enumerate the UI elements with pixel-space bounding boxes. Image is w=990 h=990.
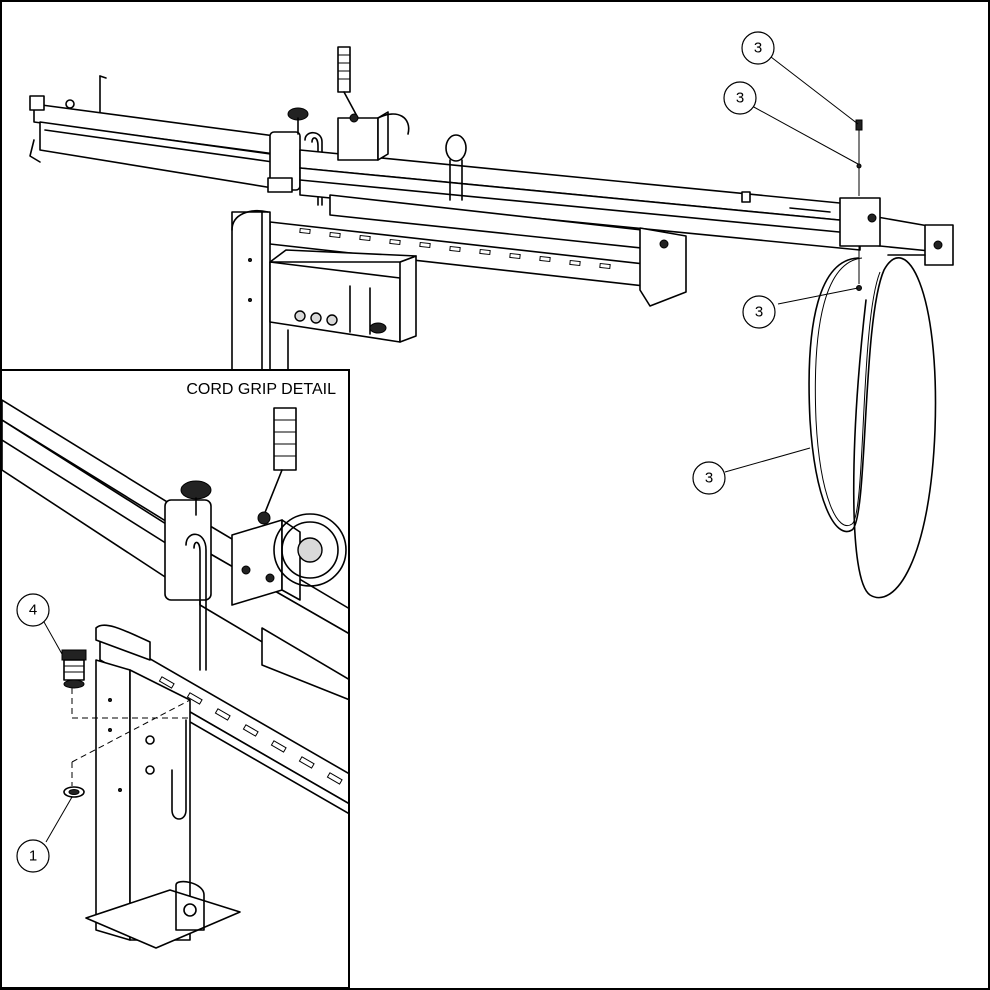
cord-grip-detail: CORD GRIP DETAIL bbox=[0, 369, 350, 989]
left-boom-arm bbox=[29, 75, 291, 191]
coiled-cord bbox=[808, 254, 937, 599]
rail-slots bbox=[299, 227, 611, 270]
callout-label: 3 bbox=[755, 304, 763, 321]
cord-grip-parts bbox=[61, 649, 191, 798]
callout-label: 3 bbox=[705, 470, 713, 487]
callout-3-cord: 3 bbox=[692, 461, 726, 495]
main-beam bbox=[299, 149, 954, 266]
callout-label: 3 bbox=[736, 90, 744, 107]
detail-mast bbox=[95, 659, 191, 941]
callout-3-top: 3 bbox=[741, 31, 775, 65]
callout-1-locknut: 1 bbox=[16, 839, 50, 873]
callout-label: 4 bbox=[29, 602, 37, 619]
callout-label: 1 bbox=[29, 848, 37, 865]
callout-3-nut: 3 bbox=[742, 295, 776, 329]
callout-label: 3 bbox=[754, 40, 762, 57]
callout-4-cord-grip: 4 bbox=[16, 593, 50, 627]
slotted-rail bbox=[269, 194, 687, 307]
electrical-box bbox=[269, 249, 417, 343]
lifting-eye bbox=[445, 134, 467, 201]
boom-clamp bbox=[267, 107, 323, 206]
detail-clamp bbox=[164, 480, 212, 671]
winch bbox=[337, 46, 410, 161]
detail-base-plate bbox=[85, 880, 241, 949]
detail-title: CORD GRIP DETAIL bbox=[186, 381, 336, 398]
detail-rail-slots bbox=[158, 676, 343, 785]
leader-lines bbox=[43, 56, 859, 843]
detail-winch bbox=[231, 407, 347, 606]
callout-3-second: 3 bbox=[723, 81, 757, 115]
fastener-stack bbox=[855, 119, 863, 291]
main-assembly bbox=[29, 46, 954, 599]
callouts: 3 3 3 3 4 1 bbox=[16, 31, 776, 873]
